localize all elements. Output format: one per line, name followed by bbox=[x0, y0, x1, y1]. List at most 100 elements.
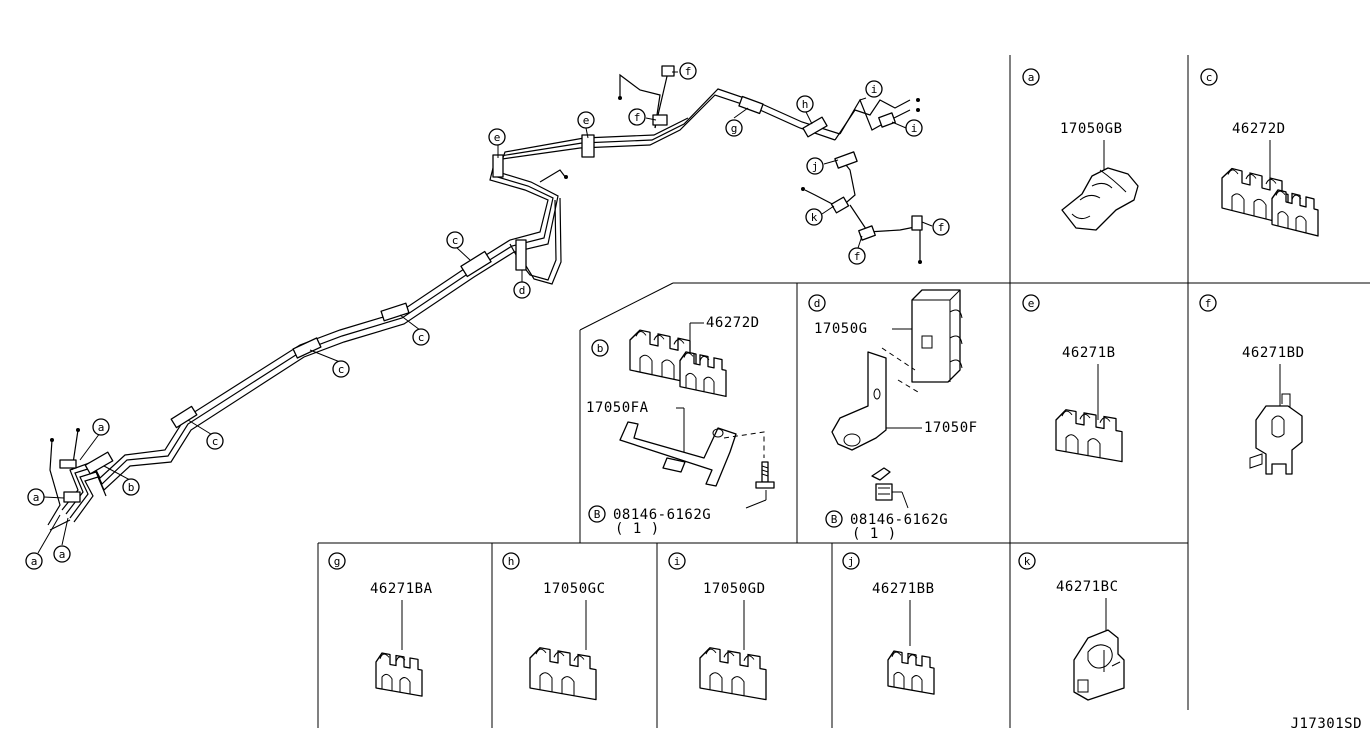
svg-text:g: g bbox=[731, 122, 738, 135]
fastener-symbol-b: B bbox=[825, 510, 843, 528]
panel-d-label: d bbox=[808, 294, 826, 312]
svg-text:c: c bbox=[418, 331, 425, 344]
panel-h: h 17050GC bbox=[502, 552, 606, 701]
svg-text:c: c bbox=[212, 435, 219, 448]
callout-bubble-e: e bbox=[488, 128, 506, 146]
part-number-46271BC: 46271BC bbox=[1056, 579, 1119, 595]
callout-bubble-j: j bbox=[806, 157, 824, 175]
svg-text:j: j bbox=[812, 160, 819, 173]
svg-text:j: j bbox=[848, 555, 855, 568]
svg-text:c: c bbox=[1206, 71, 1213, 84]
callout-bubble-a: a bbox=[27, 488, 45, 506]
svg-text:d: d bbox=[519, 284, 526, 297]
clip-46271BC-drawing bbox=[1073, 629, 1125, 701]
callout-bubble-c: c bbox=[332, 360, 350, 378]
callout-bubble-h: h bbox=[796, 95, 814, 113]
callout-leaders bbox=[37, 71, 933, 554]
tube-bundle bbox=[47, 71, 921, 531]
panel-f-label: f bbox=[1199, 294, 1217, 312]
panel-a-label: a bbox=[1022, 68, 1040, 86]
svg-text:c: c bbox=[338, 363, 345, 376]
svg-text:i: i bbox=[911, 122, 918, 135]
panel-j: j 46271BB bbox=[842, 552, 935, 695]
callout-bubble-f: f bbox=[848, 247, 866, 265]
panel-b-label: b bbox=[591, 339, 609, 357]
fastener-symbol-b: B bbox=[588, 505, 606, 523]
svg-text:h: h bbox=[508, 555, 515, 568]
panel-i: i 17050GD bbox=[668, 552, 767, 701]
panel-c: c 46272D bbox=[1200, 68, 1319, 237]
callout-bubble-a: a bbox=[53, 545, 71, 563]
clip-17050GB-drawing bbox=[1061, 167, 1139, 231]
clip-17050G-drawing bbox=[911, 289, 963, 383]
part-number-46271BD: 46271BD bbox=[1242, 345, 1305, 361]
tube-clamps bbox=[50, 65, 923, 503]
panel-j-label: j bbox=[842, 552, 860, 570]
callout-bubble-c: c bbox=[446, 231, 464, 249]
panel-g-label: g bbox=[328, 552, 346, 570]
panel-b: b 46272D 17050FA B 08146-6162G ( 1 ) bbox=[586, 315, 775, 537]
svg-text:i: i bbox=[871, 83, 878, 96]
panel-h-label: h bbox=[502, 552, 520, 570]
panel-k: k 46271BC bbox=[1018, 552, 1125, 701]
bolt-drawing bbox=[755, 461, 775, 489]
callout-bubble-i: i bbox=[865, 80, 883, 98]
callout-bubble-a: a bbox=[92, 418, 110, 436]
svg-text:a: a bbox=[33, 491, 40, 504]
svg-text:f: f bbox=[634, 111, 641, 124]
callout-bubble-k: k bbox=[805, 208, 823, 226]
panel-d: d 17050G 17050F B 08146-6162G ( 1 ) bbox=[808, 289, 977, 542]
callout-bubble-c: c bbox=[412, 328, 430, 346]
clip-17050GC-drawing bbox=[529, 645, 597, 701]
svg-text:f: f bbox=[854, 250, 861, 263]
part-number-08146-6162G: 08146-6162G bbox=[613, 507, 711, 523]
callout-bubble-e: e bbox=[577, 111, 595, 129]
svg-text:b: b bbox=[597, 342, 604, 355]
panel-e: e 46271B bbox=[1022, 294, 1123, 463]
quantity-label: ( 1 ) bbox=[615, 521, 660, 537]
panel-grid bbox=[317, 55, 1370, 728]
callout-bubble-a: a bbox=[25, 552, 43, 570]
part-number-17050GD: 17050GD bbox=[703, 581, 766, 597]
clip-46271BD-drawing bbox=[1249, 393, 1303, 475]
callout-bubble-f: f bbox=[628, 108, 646, 126]
panel-f: f 46271BD bbox=[1199, 294, 1305, 475]
svg-text:f: f bbox=[938, 221, 945, 234]
svg-text:a: a bbox=[1028, 71, 1035, 84]
svg-text:a: a bbox=[98, 421, 105, 434]
svg-text:e: e bbox=[494, 131, 501, 144]
clip-46271BB-drawing bbox=[887, 649, 935, 695]
bracket-17050FA-drawing bbox=[619, 421, 737, 487]
callout-bubble-i: i bbox=[905, 119, 923, 137]
svg-text:e: e bbox=[1028, 297, 1035, 310]
callout-bubble-d: d bbox=[513, 281, 531, 299]
part-number-46272D: 46272D bbox=[706, 315, 760, 331]
part-number-17050FA: 17050FA bbox=[586, 400, 649, 416]
svg-text:k: k bbox=[1024, 555, 1031, 568]
callout-bubble-f: f bbox=[932, 218, 950, 236]
svg-text:e: e bbox=[583, 114, 590, 127]
svg-text:h: h bbox=[802, 98, 809, 111]
callout-bubble-f: f bbox=[679, 62, 697, 80]
svg-text:B: B bbox=[831, 513, 838, 526]
part-number-46271B: 46271B bbox=[1062, 345, 1116, 361]
part-number-46271BB: 46271BB bbox=[872, 581, 935, 597]
clip-46272D-drawing bbox=[629, 327, 727, 398]
panel-a: a 17050GB bbox=[1022, 68, 1139, 231]
diagram-code: J17301SD bbox=[1291, 716, 1362, 732]
part-number-17050GC: 17050GC bbox=[543, 581, 606, 597]
svg-text:f: f bbox=[1205, 297, 1212, 310]
svg-text:d: d bbox=[814, 297, 821, 310]
svg-text:a: a bbox=[31, 555, 38, 568]
svg-text:B: B bbox=[594, 508, 601, 521]
svg-text:c: c bbox=[452, 234, 459, 247]
quantity-label: ( 1 ) bbox=[852, 526, 897, 542]
part-number-08146-6162G: 08146-6162G bbox=[850, 512, 948, 528]
svg-text:i: i bbox=[674, 555, 681, 568]
bracket-17050F-drawing bbox=[831, 351, 887, 451]
panel-i-label: i bbox=[668, 552, 686, 570]
part-number-46272D: 46272D bbox=[1232, 121, 1286, 137]
part-number-17050G: 17050G bbox=[814, 321, 868, 337]
bolt-drawing bbox=[871, 467, 893, 501]
